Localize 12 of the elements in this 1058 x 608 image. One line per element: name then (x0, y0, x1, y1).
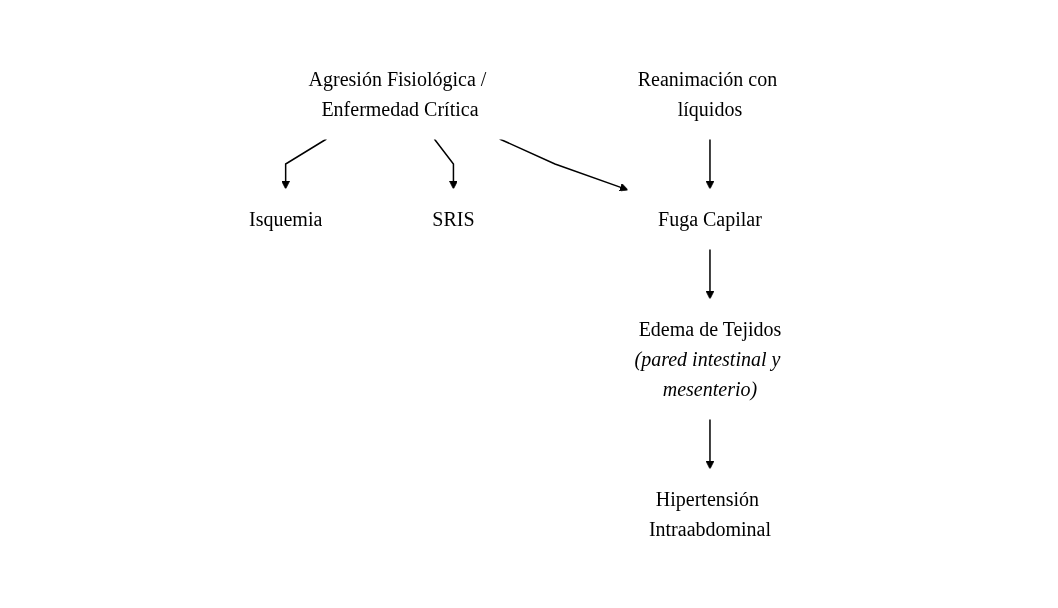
arrow (705, 138, 714, 190)
arrow (433, 138, 458, 190)
node-text: Isquemia (248, 208, 322, 230)
arrow (280, 138, 327, 190)
arrow (705, 418, 714, 470)
node-text: Edema de Tejidos (pared intestinal y mesenterio) (634, 318, 781, 400)
arrow (705, 248, 714, 300)
node-text: Hipertensión Intraabdominal (648, 488, 771, 540)
node-text: Agresión Fisiológica / Enfermedad Crítica (308, 68, 486, 120)
node-text: Fuga Capilar (657, 208, 762, 230)
node-text: SRIS (431, 208, 475, 230)
node-text: Reanimación con líquidos (637, 68, 777, 120)
